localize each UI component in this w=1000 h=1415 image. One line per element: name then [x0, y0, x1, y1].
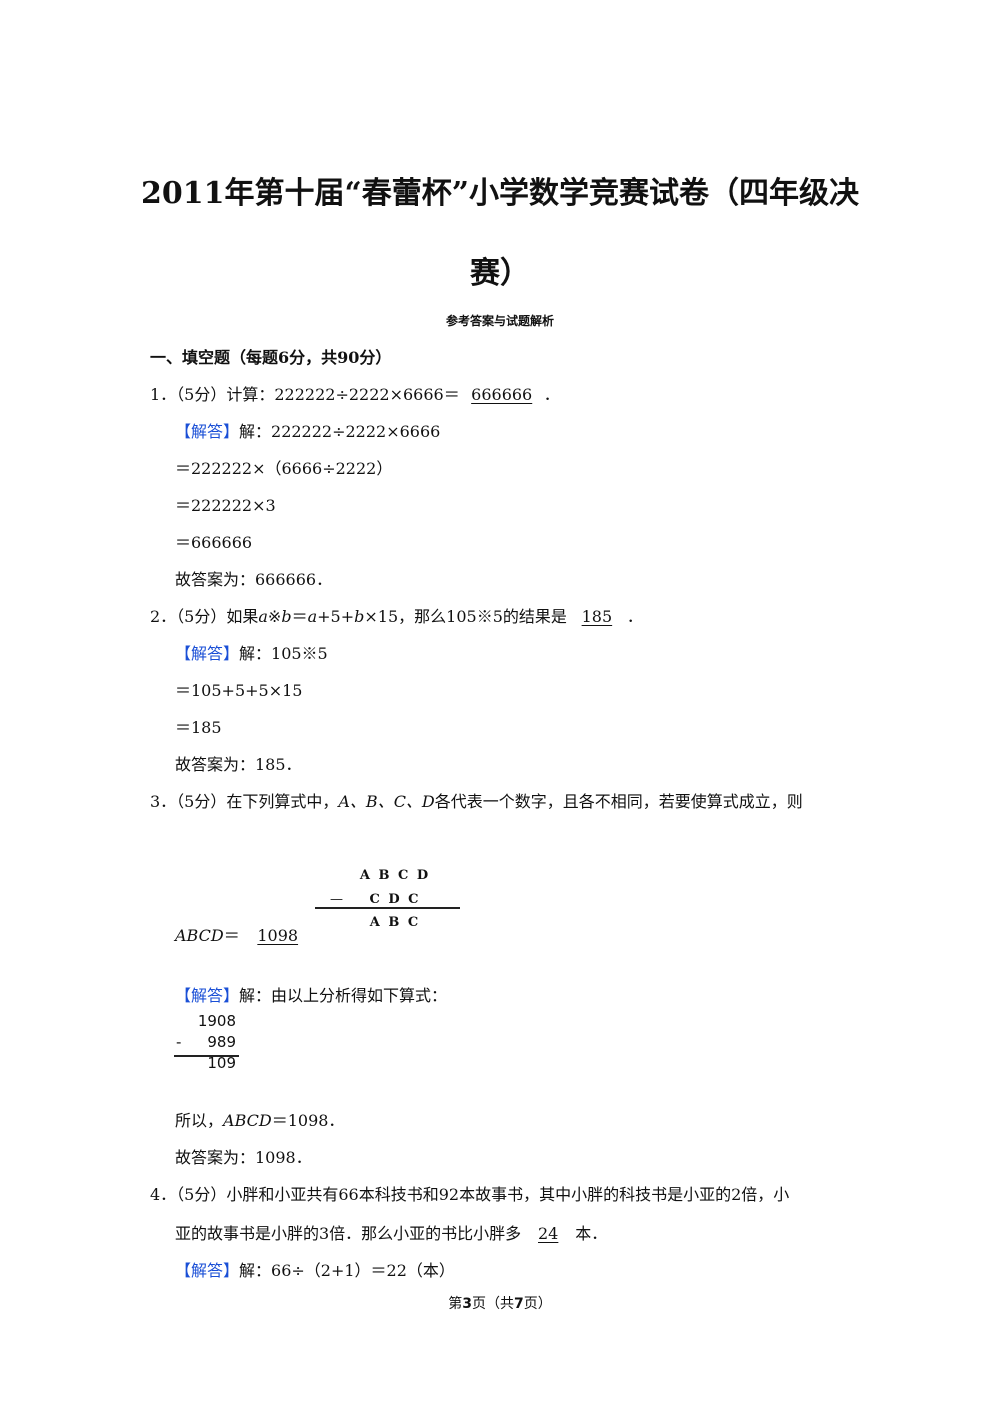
doc-title-line2: 赛）: [470, 256, 530, 291]
q1-step: ＝666666: [175, 533, 253, 552]
doc-subtitle: 参考答案与试题解析: [445, 314, 554, 328]
q2-step: ＝185: [175, 718, 222, 737]
q3-answer: 1098: [257, 926, 299, 945]
fig1-row-2: C D C: [369, 892, 421, 907]
q2-answer: 185: [581, 607, 613, 626]
q3-conclusion-a: 所以，: [175, 1111, 224, 1130]
q2-solution-text: 解：105※5: [239, 644, 328, 663]
q3-answer-line: ABCD＝ 1098: [175, 922, 316, 946]
q3-stem: 3．（5分）在下列算式中，A、B、C、D各代表一个数字，且各不相同，若要使算式成…: [150, 788, 803, 812]
q3-solution-figure: 1908 - 989 109: [172, 1010, 242, 1075]
q3-solution-text: 解：由以上分析得如下算式：: [239, 986, 448, 1005]
q4-text-a: 亚的故事书是小胖的3倍．那么小亚的书比小胖多: [175, 1224, 522, 1243]
q3-text-b: 各代表一个数字，且各不相同，若要使算式成立，则: [434, 792, 803, 811]
q3-subtraction-figure: A B C D — C D C A B C: [310, 862, 480, 942]
footer-page-number: 3: [462, 1296, 472, 1312]
q1-suffix: ．: [543, 385, 560, 404]
q3-abcd-label: ABCD: [175, 926, 224, 945]
fig1-row-3: A B C: [369, 915, 421, 930]
q4-solution-tag: 【解答】: [175, 1261, 240, 1280]
q2-suffix: ．: [626, 607, 643, 626]
q1-prefix: 1．（5分）计算：222222÷2222×6666＝: [150, 385, 460, 404]
q2-solution-tag: 【解答】: [175, 644, 240, 663]
q3-conclusion: 所以，ABCD＝1098．: [175, 1107, 344, 1131]
fig2-row-2: 989: [207, 1033, 236, 1051]
q1-step: ＝222222×（6666÷2222）: [175, 459, 393, 478]
q1-solution-text: 解：222222÷2222×6666: [239, 422, 441, 441]
fig1-row-1: A B C D: [359, 868, 431, 883]
q1-step: ＝222222×3: [175, 496, 276, 515]
fig1-minus: —: [330, 892, 343, 907]
section-heading: 一、填空题（每题6分，共90分）: [150, 348, 392, 367]
q3-eq: ＝: [223, 926, 240, 945]
q4-stem-line2: 亚的故事书是小胖的3倍．那么小亚的书比小胖多 24 本．: [175, 1220, 607, 1244]
q1-solution-tag: 【解答】: [175, 422, 240, 441]
q2-prefix: 2．（5分）如果: [150, 607, 259, 626]
q1-answer: 666666: [471, 385, 533, 404]
fig1-rule: [315, 907, 460, 909]
page-footer: 第3页（共7页）: [0, 1293, 1000, 1313]
fig2-row-3: 109: [207, 1054, 236, 1072]
q2-op: ※: [267, 607, 282, 626]
q4-solution-text: 解：66÷（2+1）＝22（本）: [239, 1261, 455, 1280]
q3-solution-intro: 【解答】解：由以上分析得如下算式：: [175, 982, 447, 1006]
q2-plus: +5+: [317, 607, 355, 626]
q3-solution-tag: 【解答】: [175, 986, 240, 1005]
footer-text: 页）: [523, 1296, 552, 1312]
q4-stem-line1: 4．（5分）小胖和小亚共有66本科技书和92本故事书，其中小胖的科技书是小亚的2…: [150, 1185, 790, 1204]
q4-text-b: 本．: [575, 1224, 608, 1243]
q2-eq: ＝: [291, 607, 308, 626]
q1-final: 故答案为：666666．: [175, 570, 333, 589]
q3-conclusion-label: ABCD: [223, 1111, 272, 1130]
fig2-minus: -: [176, 1033, 182, 1051]
fig2-row-1: 1908: [197, 1012, 236, 1030]
footer-text: 页（共: [472, 1296, 514, 1312]
q2-var-b: b: [354, 607, 365, 626]
q4-answer: 24: [538, 1224, 559, 1243]
q3-conclusion-b: ＝1098．: [271, 1111, 345, 1130]
q3-text-a: 3．（5分）在下列算式中，: [150, 792, 339, 811]
q2-final: 故答案为：185．: [175, 755, 302, 774]
q2-solution-intro: 【解答】解：105※5: [175, 640, 328, 664]
q1-solution-intro: 【解答】解：222222÷2222×6666: [175, 418, 440, 442]
q4-solution-intro: 【解答】解：66÷（2+1）＝22（本）: [175, 1257, 455, 1281]
doc-title-line1: 2011年第十届“春蕾杯”小学数学竞赛试卷（四年级决: [140, 176, 859, 211]
q2-var-a: a: [258, 607, 268, 626]
footer-text: 第: [448, 1296, 463, 1312]
q3-letters: A、B、C、D: [338, 792, 435, 811]
q2-var-b: b: [281, 607, 292, 626]
q2-rest: ×15，那么105※5的结果是: [364, 607, 567, 626]
q1-stem: 1．（5分）计算：222222÷2222×6666＝ 666666 ．: [150, 381, 560, 405]
q2-step: ＝105+5+5×15: [175, 681, 303, 700]
q3-final: 故答案为：1098．: [175, 1148, 312, 1167]
footer-total-pages: 7: [514, 1296, 524, 1312]
fig2-rule: [174, 1055, 239, 1057]
q2-var-a: a: [307, 607, 318, 626]
